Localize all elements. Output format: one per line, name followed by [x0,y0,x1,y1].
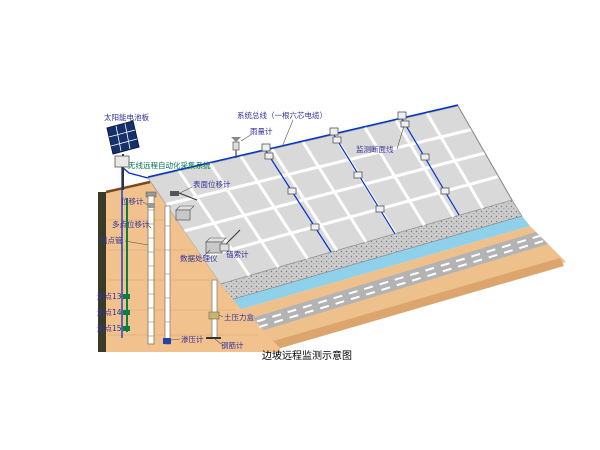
instrument-box [175,205,195,221]
label-system-bus: 系统总线（一根六芯电缆） [237,110,327,120]
label-section-line: 监测断面线 [356,144,394,154]
seepage-sensor [163,338,171,344]
slope-crest-line [105,180,151,194]
multipoint-borehole-tube [145,191,157,345]
grid-line [394,119,455,218]
cable-junction [121,166,149,179]
monitor-line-3 [401,118,460,216]
label-wireless-system: 无线远程自动化采集系统 [128,160,211,170]
sensor-box [397,111,407,120]
label-rebar-meter: 钢筋计 [221,340,244,350]
sensor-box [287,187,297,195]
sensor-box [310,223,320,231]
point-13-mark [123,294,130,299]
seepage-borehole-tube [163,205,171,345]
label-anchor-meter: 锚索计 [226,249,249,259]
ground-front-face [270,258,564,350]
solar-grid [108,129,136,138]
diagram-title: 边坡远程监测示意图 [262,349,352,362]
label-data-processor: 数据处理仪 [180,253,218,263]
solar-grid [110,138,138,147]
pressure-borehole-tube [206,279,221,339]
road-lane-marking [258,240,544,328]
drainage-channel [230,216,530,310]
label-survey-tube: 测点管 [100,235,123,245]
point-14-mark [123,310,130,315]
sensor-box [353,171,363,179]
label-point-14: 测点14 [97,308,122,317]
surface-displacement-icon [170,191,198,201]
label-solar-panel: 太阳能电池板 [104,112,149,122]
grid-line [177,169,251,277]
rain-gauge-icon [231,137,241,158]
anchor-meter-icon [219,229,241,252]
label-earth-pressure-cell: 土压力盒 [224,312,254,322]
grid-line [208,162,280,269]
soil-left-edge [98,192,106,352]
sensor-box [375,205,385,213]
displacement-sensor [147,203,155,208]
grid-line [363,126,426,226]
solar-grid [124,123,131,150]
solar-assembly [106,120,140,190]
sensor-box [400,120,410,128]
label-point-13: 测点13 [97,292,122,301]
label-displacement: 位移计 [121,196,144,206]
label-rain-gauge: 雨量计 [250,126,273,136]
sensor-box [261,143,271,152]
grid-line [239,155,309,260]
solar-panel-icon [106,120,140,155]
label-point-15: 测点15 [97,324,122,333]
slope-right-edge [457,105,513,201]
sensor-box [332,136,342,144]
sensor-box [329,127,339,136]
label-surface-displacement: 表面位移计 [193,179,231,189]
label-seepage-meter: 渗压计 [181,334,204,344]
grid-line [301,141,368,243]
grid-line [270,148,339,252]
road-lane-marking [256,234,542,323]
monitor-line-1 [265,150,332,253]
point-15-mark [123,326,130,331]
acquisition-box [114,155,130,168]
sensor-box [440,187,450,195]
solar-grid [115,125,122,152]
leader-lines [120,119,405,345]
grid-line [425,112,485,210]
sensor-box [420,153,430,161]
label-multi-point-displacement: 多点位移计 [112,219,150,229]
monitor-line-2 [333,134,396,235]
sensor-box [264,152,274,160]
earth-pressure-cell-icon [208,311,220,320]
monitor-section-lines [261,111,460,253]
